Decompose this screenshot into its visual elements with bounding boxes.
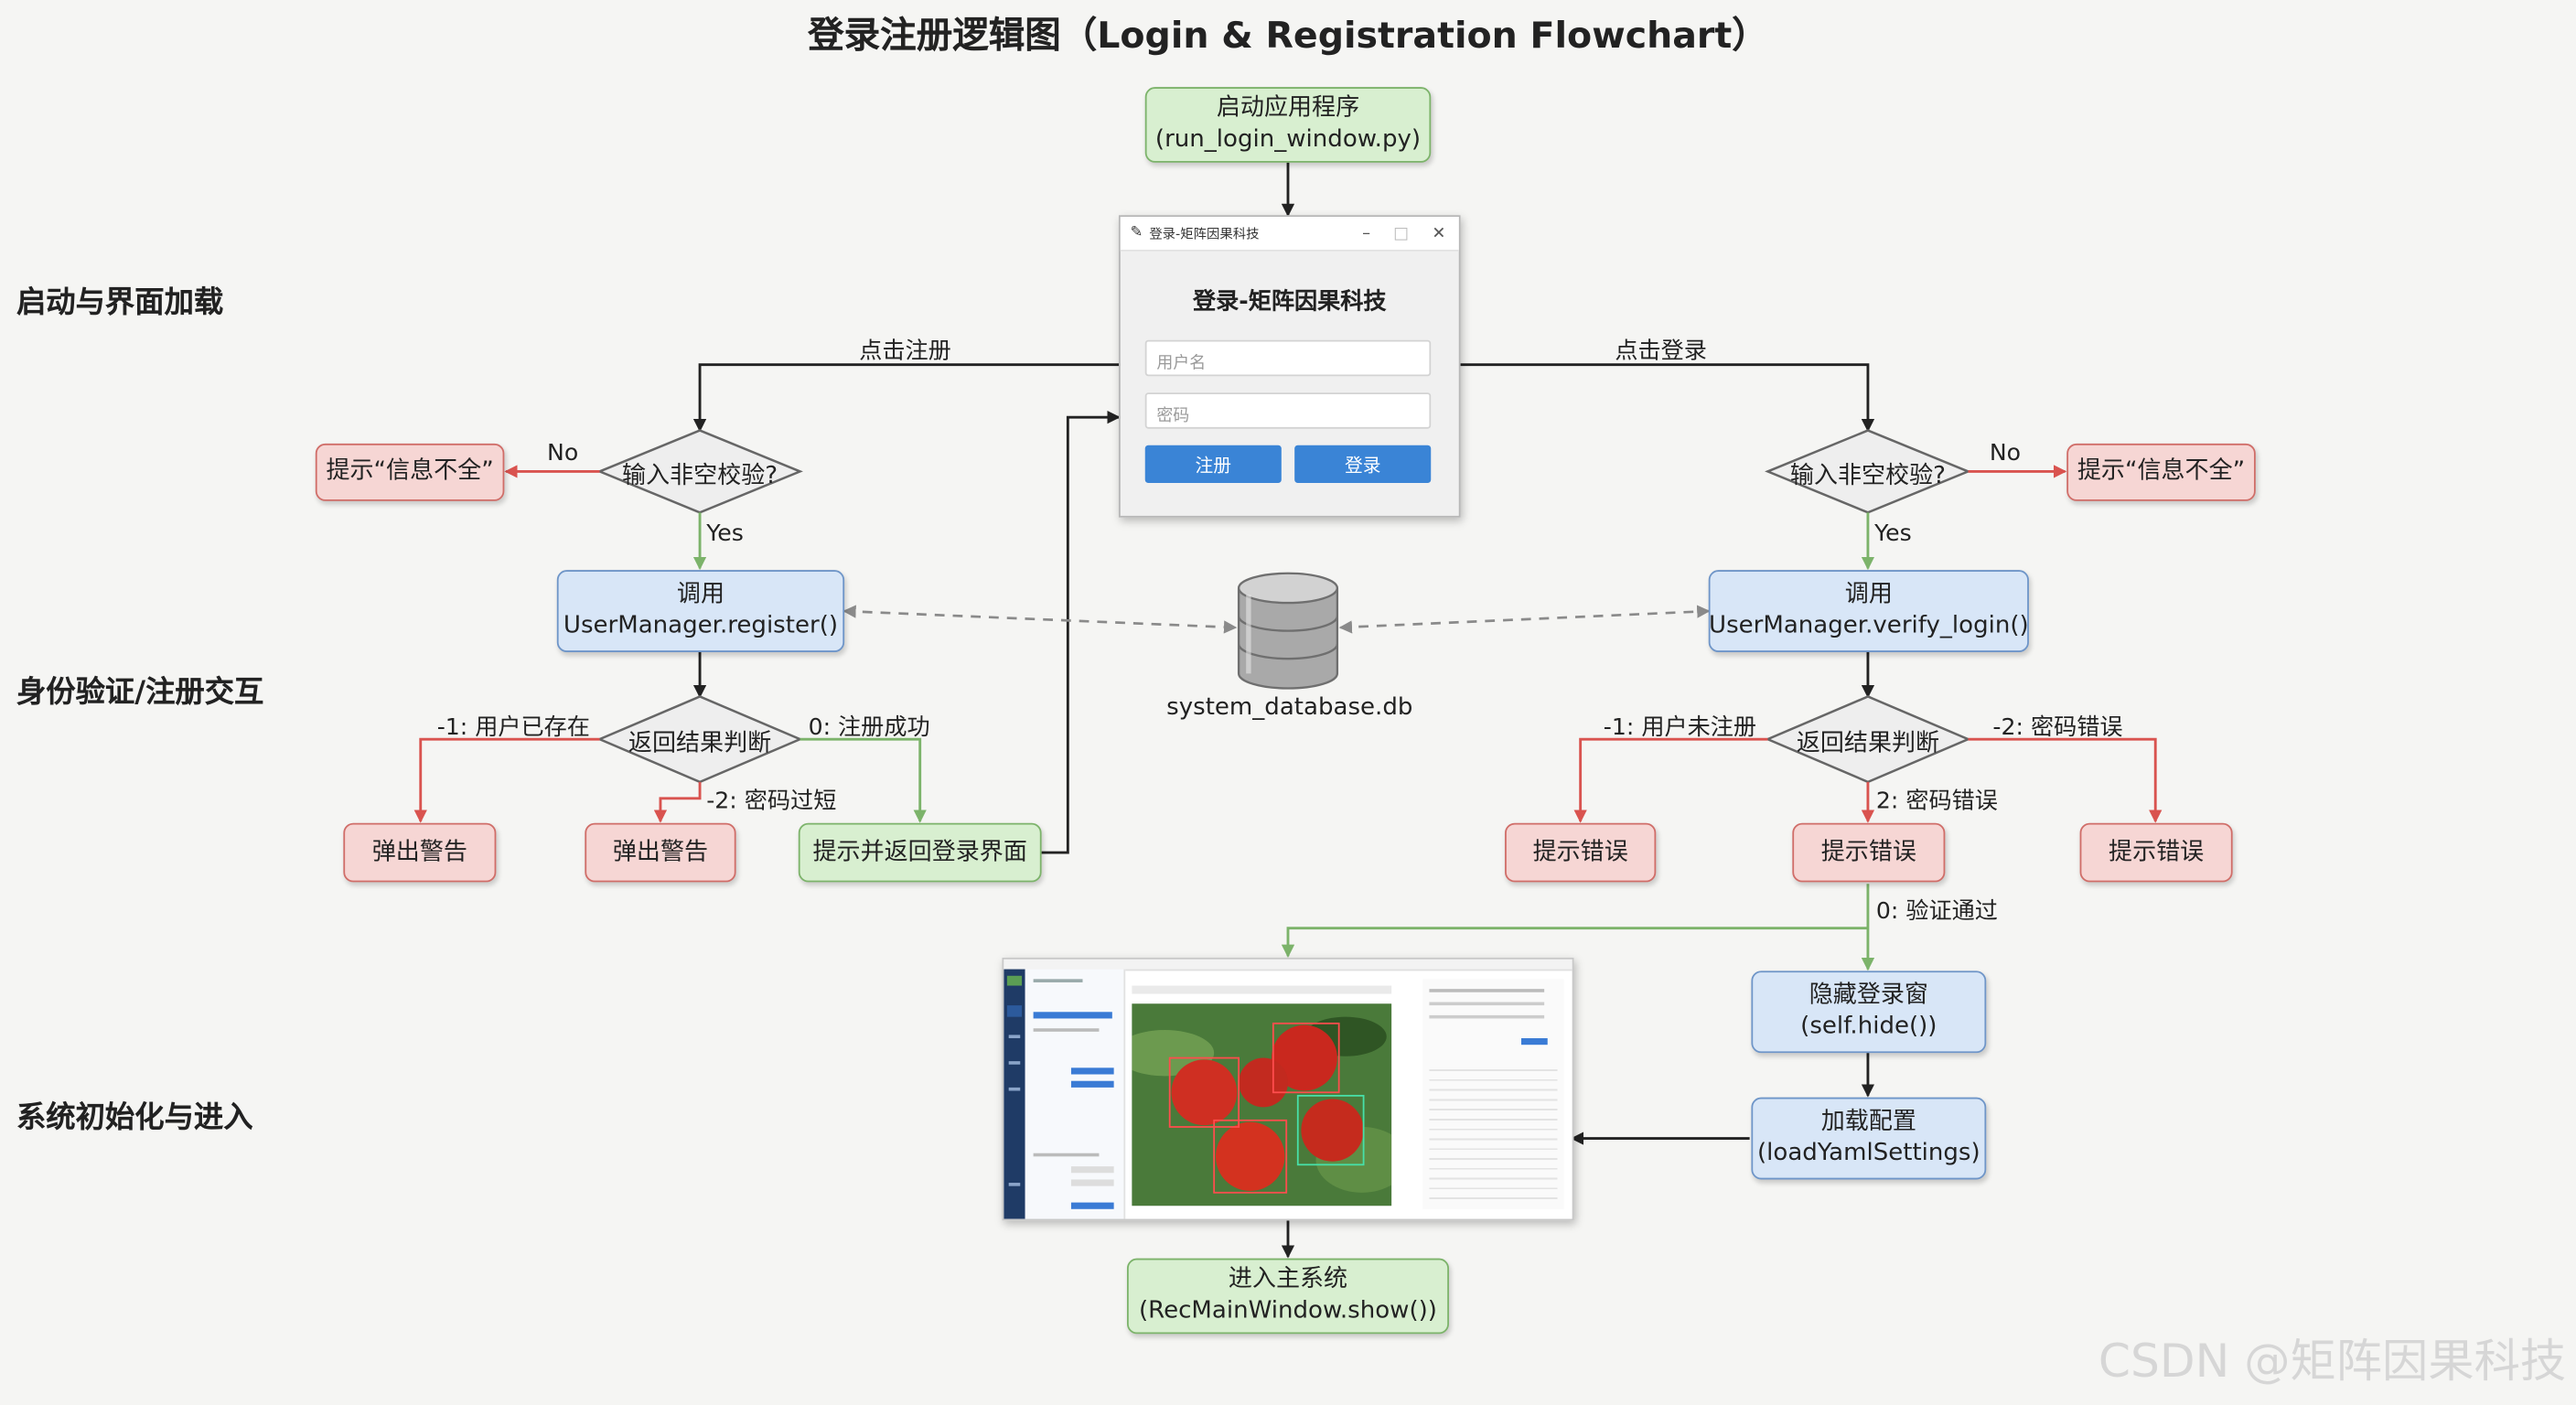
- page-title: 登录注册逻辑图（Login & Registration Flowchart）: [808, 16, 1768, 58]
- node-reg-warn-2: 弹出警告: [585, 822, 736, 883]
- arrow-reg-ok: [800, 737, 927, 823]
- edge-label-reg-ok: 0: 注册成功: [808, 714, 930, 741]
- section-label-auth: 身份验证/注册交互: [16, 675, 264, 710]
- node-reg-call-line2: UserManager.register(): [563, 612, 839, 639]
- login-window-screenshot: ✎ 登录-矩阵因果科技 – □ ✕ 登录-矩阵因果科技 用户名 密码 注册 登录: [1119, 215, 1461, 518]
- detection-image: [1132, 1003, 1392, 1207]
- node-reg-success-text: 提示并返回登录界面: [812, 838, 1027, 865]
- node-login-call-line2: UserManager.verify_login(): [1709, 612, 2029, 639]
- node-reg-warn-2-text: 弹出警告: [612, 838, 709, 865]
- node-login-call: 调用 UserManager.verify_login(): [1708, 570, 2029, 652]
- section-label-startup: 启动与界面加载: [16, 285, 224, 321]
- node-reg-call-line1: 调用: [676, 582, 724, 608]
- feather-icon: ✎: [1130, 225, 1143, 241]
- edge-label-click-login: 点击登录: [1615, 338, 1707, 365]
- edge-label-click-register: 点击注册: [859, 338, 951, 365]
- reg-check-label: 输入非空校验?: [622, 463, 778, 490]
- node-reg-empty-text: 提示“信息不全”: [326, 458, 494, 485]
- close-icon: ✕: [1432, 224, 1446, 242]
- main-window-screenshot: [1002, 958, 1574, 1221]
- edge-label-login-ok: 0: 验证通过: [1875, 898, 1998, 926]
- login-button: 登录: [1294, 445, 1432, 483]
- arrow-login-nouser: [1573, 737, 1768, 823]
- watermark: CSDN @矩阵因果科技: [2098, 1334, 2567, 1389]
- edge-label-login-nouser: -1: 用户未注册: [1603, 714, 1757, 741]
- arrow-click-register: [692, 363, 1120, 433]
- login-check-label: 输入非空校验?: [1789, 463, 1946, 490]
- node-login-err-1-text: 提示错误: [1532, 838, 1628, 865]
- edge-label-login-badpw2: 2: 密码错误: [1875, 788, 1998, 815]
- minimize-icon: –: [1362, 224, 1371, 242]
- node-login-empty-text: 提示“信息不全”: [2077, 458, 2246, 485]
- main-window-results-panel: [1422, 979, 1564, 1209]
- edge-label-reg-exists: -1: 用户已存在: [436, 714, 590, 741]
- main-window-titlebar: [1004, 959, 1572, 971]
- node-reg-call: 调用 UserManager.register(): [556, 570, 845, 652]
- node-enter-line2: (RecMainWindow.show()): [1139, 1297, 1437, 1325]
- node-login-empty: 提示“信息不全”: [2066, 443, 2256, 501]
- edge-label-login-no: No: [1989, 440, 2022, 467]
- arrow-login-ok-to-main: [1281, 927, 1868, 959]
- node-login-err-2: 提示错误: [1792, 822, 1946, 883]
- node-start-line2: (run_login_window.py): [1154, 126, 1422, 154]
- node-enter-line1: 进入主系统: [1228, 1266, 1348, 1293]
- arrow-login-badpw1: [1968, 737, 2163, 823]
- arrow-reg-exists: [413, 737, 600, 823]
- password-field: 密码: [1144, 392, 1432, 429]
- edge-label-login-badpw1: -2: 密码错误: [1992, 714, 2123, 741]
- node-reg-warn-1: 弹出警告: [343, 822, 497, 883]
- node-hide-line1: 隐藏登录窗: [1809, 982, 1928, 1009]
- arrow-return-login: [1041, 410, 1121, 854]
- login-result-label: 返回结果判断: [1796, 731, 1940, 757]
- main-window-sidebar: [1004, 969, 1025, 1219]
- node-login-err-3-text: 提示错误: [2109, 838, 2205, 865]
- login-window-title: 登录-矩阵因果科技: [1149, 225, 1260, 241]
- section-label-init: 系统初始化与进入: [16, 1100, 253, 1135]
- node-login-err-2-text: 提示错误: [1820, 838, 1916, 865]
- tomato-detection-illustration: [1132, 1003, 1392, 1207]
- node-reg-success: 提示并返回登录界面: [798, 822, 1042, 883]
- database-label: system_database.db: [1166, 694, 1413, 722]
- node-hide-line2: (self.hide()): [1800, 1014, 1937, 1040]
- node-load-line1: 加载配置: [1820, 1109, 1916, 1136]
- edge-label-reg-no: No: [547, 440, 579, 467]
- arrow-reg-short: [653, 781, 702, 823]
- node-login-call-line1: 调用: [1844, 582, 1893, 608]
- node-login-err-1: 提示错误: [1505, 822, 1657, 883]
- username-field: 用户名: [1144, 339, 1432, 377]
- edge-label-login-yes: Yes: [1874, 520, 1912, 548]
- register-button: 注册: [1144, 445, 1282, 483]
- node-reg-empty: 提示“信息不全”: [315, 443, 505, 501]
- edge-label-reg-short: -2: 密码过短: [706, 788, 837, 815]
- node-load: 加载配置 (loadYamlSettings): [1751, 1097, 1987, 1180]
- node-reg-warn-1-text: 弹出警告: [371, 838, 467, 865]
- edge-label-reg-yes: Yes: [706, 520, 744, 548]
- database-icon: [1237, 572, 1339, 690]
- login-window-heading: 登录-矩阵因果科技: [1192, 289, 1387, 316]
- node-start: 启动应用程序 (run_login_window.py): [1144, 87, 1432, 163]
- login-window-titlebar: ✎ 登录-矩阵因果科技 – □ ✕: [1120, 217, 1459, 252]
- node-hide: 隐藏登录窗 (self.hide()): [1751, 971, 1987, 1054]
- node-login-err-3: 提示错误: [2079, 822, 2233, 883]
- dashed-link-login-db: [1338, 605, 1711, 634]
- arrow-click-login: [1456, 363, 1875, 433]
- node-enter: 进入主系统 (RecMainWindow.show()): [1126, 1258, 1449, 1335]
- node-start-line1: 启动应用程序: [1216, 95, 1360, 123]
- dashed-link-register-db: [843, 605, 1238, 634]
- maximize-icon: □: [1393, 224, 1410, 242]
- reg-result-label: 返回结果判断: [628, 731, 772, 757]
- node-load-line2: (loadYamlSettings): [1756, 1140, 1980, 1167]
- main-window-control-panel: [1025, 969, 1126, 1219]
